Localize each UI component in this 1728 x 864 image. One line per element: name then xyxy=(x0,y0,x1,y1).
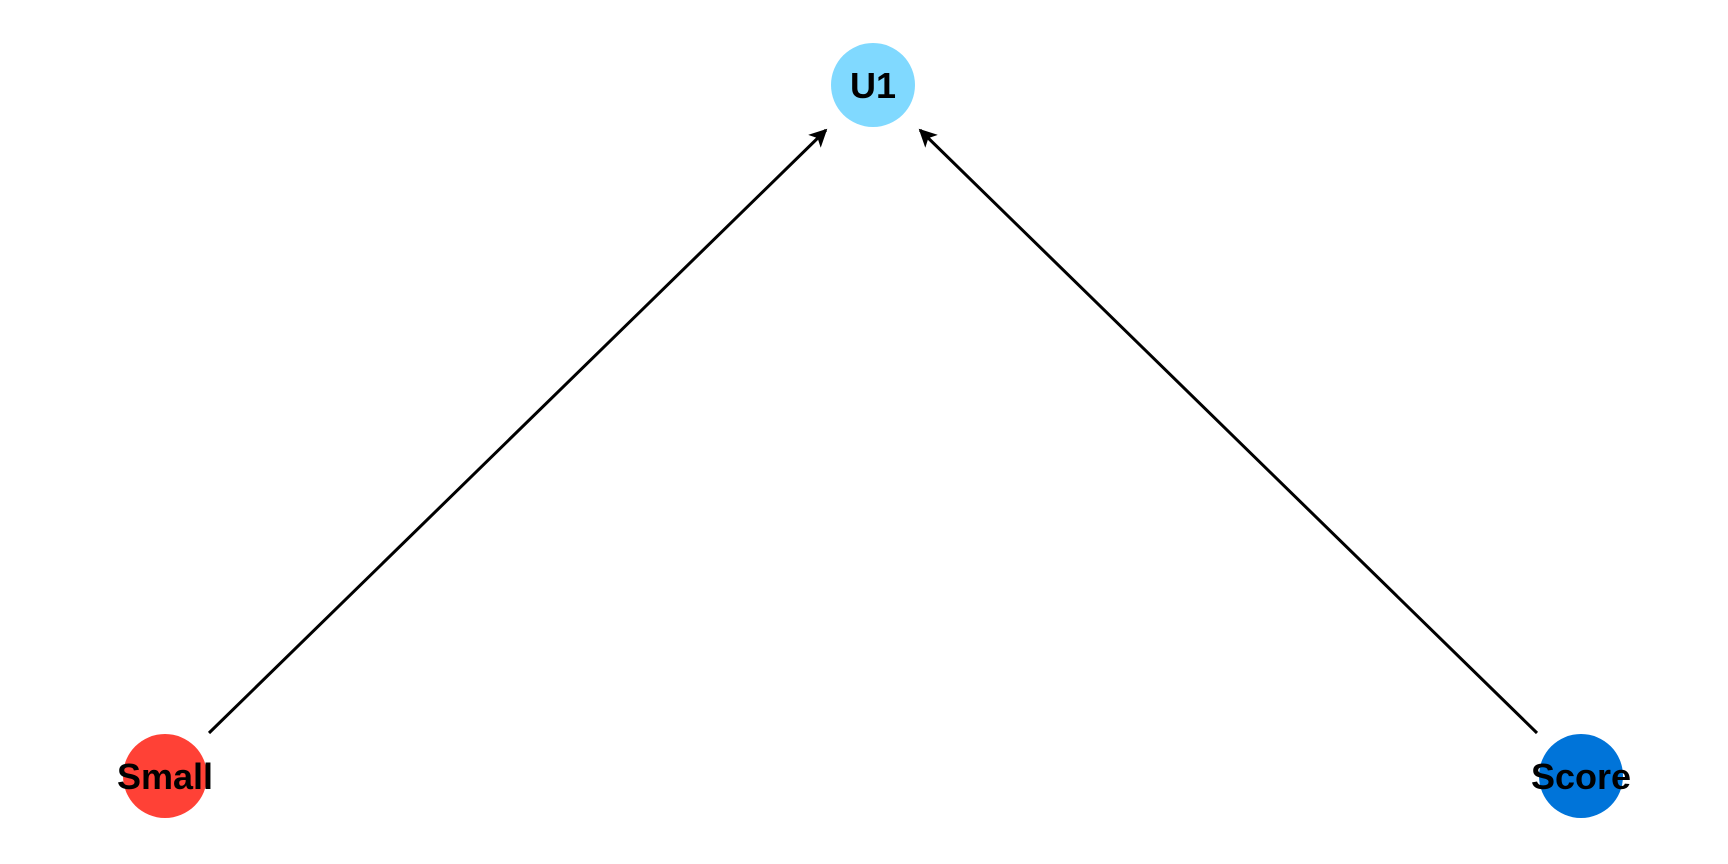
node-u1-circle xyxy=(831,43,915,127)
node-small[interactable]: Small xyxy=(117,734,213,818)
node-score-label: Score xyxy=(1531,756,1631,797)
node-small-label: Small xyxy=(117,756,213,797)
edge-score-to-u1 xyxy=(918,128,1539,735)
node-score-circle xyxy=(1539,734,1623,818)
node-u1[interactable]: U1 xyxy=(831,43,915,127)
node-small-circle xyxy=(123,734,207,818)
node-u1-label: U1 xyxy=(850,65,896,106)
edge-small-to-u1 xyxy=(207,128,828,735)
node-score[interactable]: Score xyxy=(1531,734,1631,818)
